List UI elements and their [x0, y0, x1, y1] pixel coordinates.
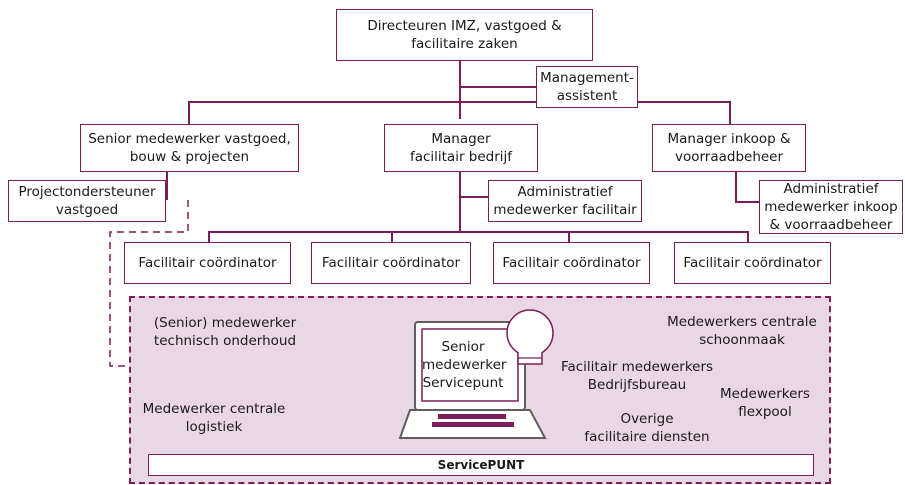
connector-line [208, 231, 748, 233]
overige-diensten-text: Overige facilitaire diensten [584, 411, 710, 445]
manager-facilitair-box: Manager facilitair bedrijf [384, 124, 538, 172]
connector-line [391, 231, 393, 242]
directors-box: Directeuren IMZ, vastgoed & facilitaire … [336, 9, 593, 61]
connector-line [188, 101, 730, 103]
coordinator-box: Facilitair coördinator [493, 242, 650, 284]
connector-line [166, 172, 168, 200]
connector-line [568, 231, 570, 242]
connector-line [729, 101, 731, 125]
connector-line [459, 86, 536, 88]
servicepunt-label: ServicePUNT [148, 454, 814, 476]
centrale-logistiek-text: Medewerker centrale logistiek [142, 401, 286, 435]
coordinator-box: Facilitair coördinator [311, 242, 471, 284]
management-assistant-box: Management- assistent [536, 66, 638, 108]
bedrijfsbureau-text: Facilitair medewerkers Bedrijfsbureau [560, 359, 714, 393]
flexpool-text: Medewerkers flexpool [720, 386, 810, 420]
admin-facilitair-box: Administratief medewerker facilitair [488, 180, 642, 222]
senior-servicepunt-text: Senior medewerker Servicepunt [422, 339, 507, 391]
coordinator-box: Facilitair coördinator [124, 242, 291, 284]
manager-inkoop-box: Manager inkoop & voorraadbeheer [652, 124, 806, 172]
connector-line [459, 196, 488, 198]
connector-line [735, 172, 737, 202]
connector-line [459, 172, 461, 232]
technisch-onderhoud-text: (Senior) medewerker technisch onderhoud [153, 315, 297, 349]
admin-inkoop-box: Administratief medewerker inkoop & voorr… [759, 180, 903, 234]
projectondersteuner-box: Projectondersteuner vastgoed [8, 180, 166, 222]
connector-line [735, 201, 759, 203]
connector-line [747, 231, 749, 242]
connector-line [208, 231, 210, 242]
connector-line [188, 101, 190, 125]
centrale-schoonmaak-text: Medewerkers centrale schoonmaak [667, 314, 817, 348]
coordinator-box: Facilitair coördinator [674, 242, 831, 284]
connector-line [459, 61, 461, 119]
senior-vastgoed-box: Senior medewerker vastgoed, bouw & proje… [80, 124, 299, 172]
